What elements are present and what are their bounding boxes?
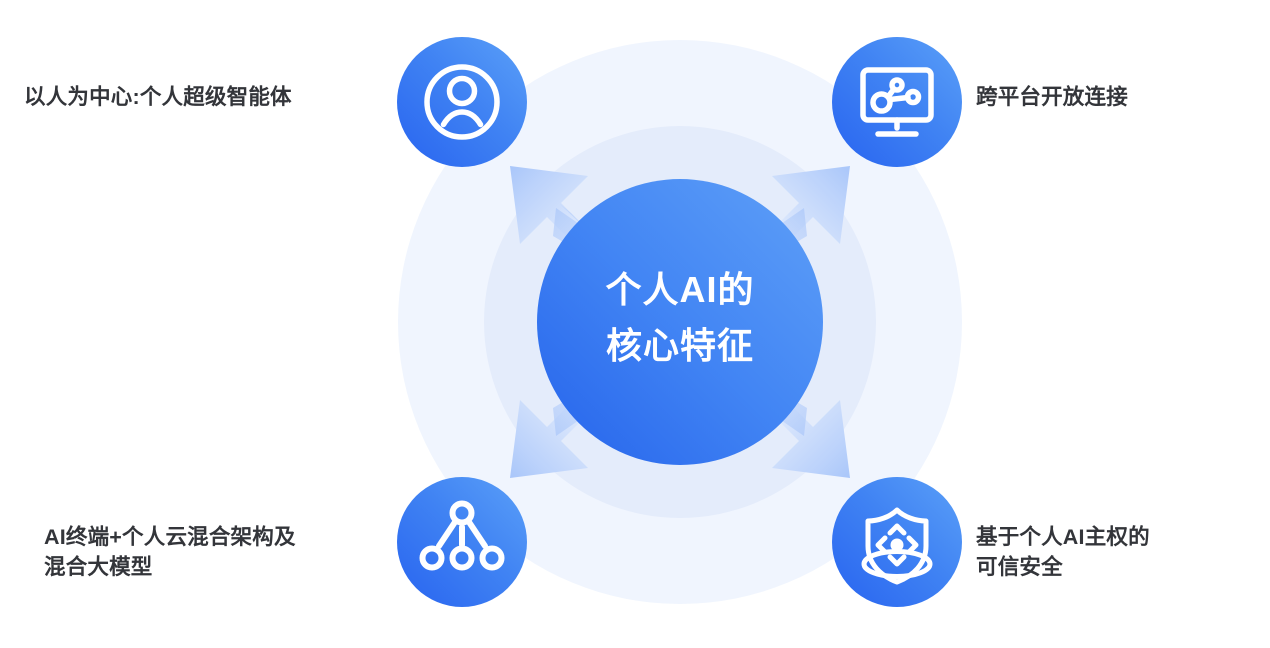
node-circle-top-right <box>832 37 962 167</box>
label-hybrid-architecture: AI终端+个人云混合架构及 混合大模型 <box>44 525 296 579</box>
node-cross-platform[interactable] <box>832 37 962 167</box>
shield-icon <box>861 507 933 585</box>
label-human-centric: 以人为中心:个人超级智能体 <box>24 85 292 109</box>
label-cross-platform: 跨平台开放连接 <box>976 85 1128 109</box>
node-human-centric[interactable] <box>397 37 527 167</box>
node-hybrid-architecture[interactable] <box>397 477 527 607</box>
monitor-network-icon <box>860 67 934 137</box>
hierarchy-icon <box>419 500 505 571</box>
user-icon <box>424 64 500 140</box>
center-hub-circle <box>537 179 823 465</box>
node-trusted-security[interactable] <box>832 477 962 607</box>
label-trusted-security: 基于个人AI主权的 可信安全 <box>976 525 1150 579</box>
